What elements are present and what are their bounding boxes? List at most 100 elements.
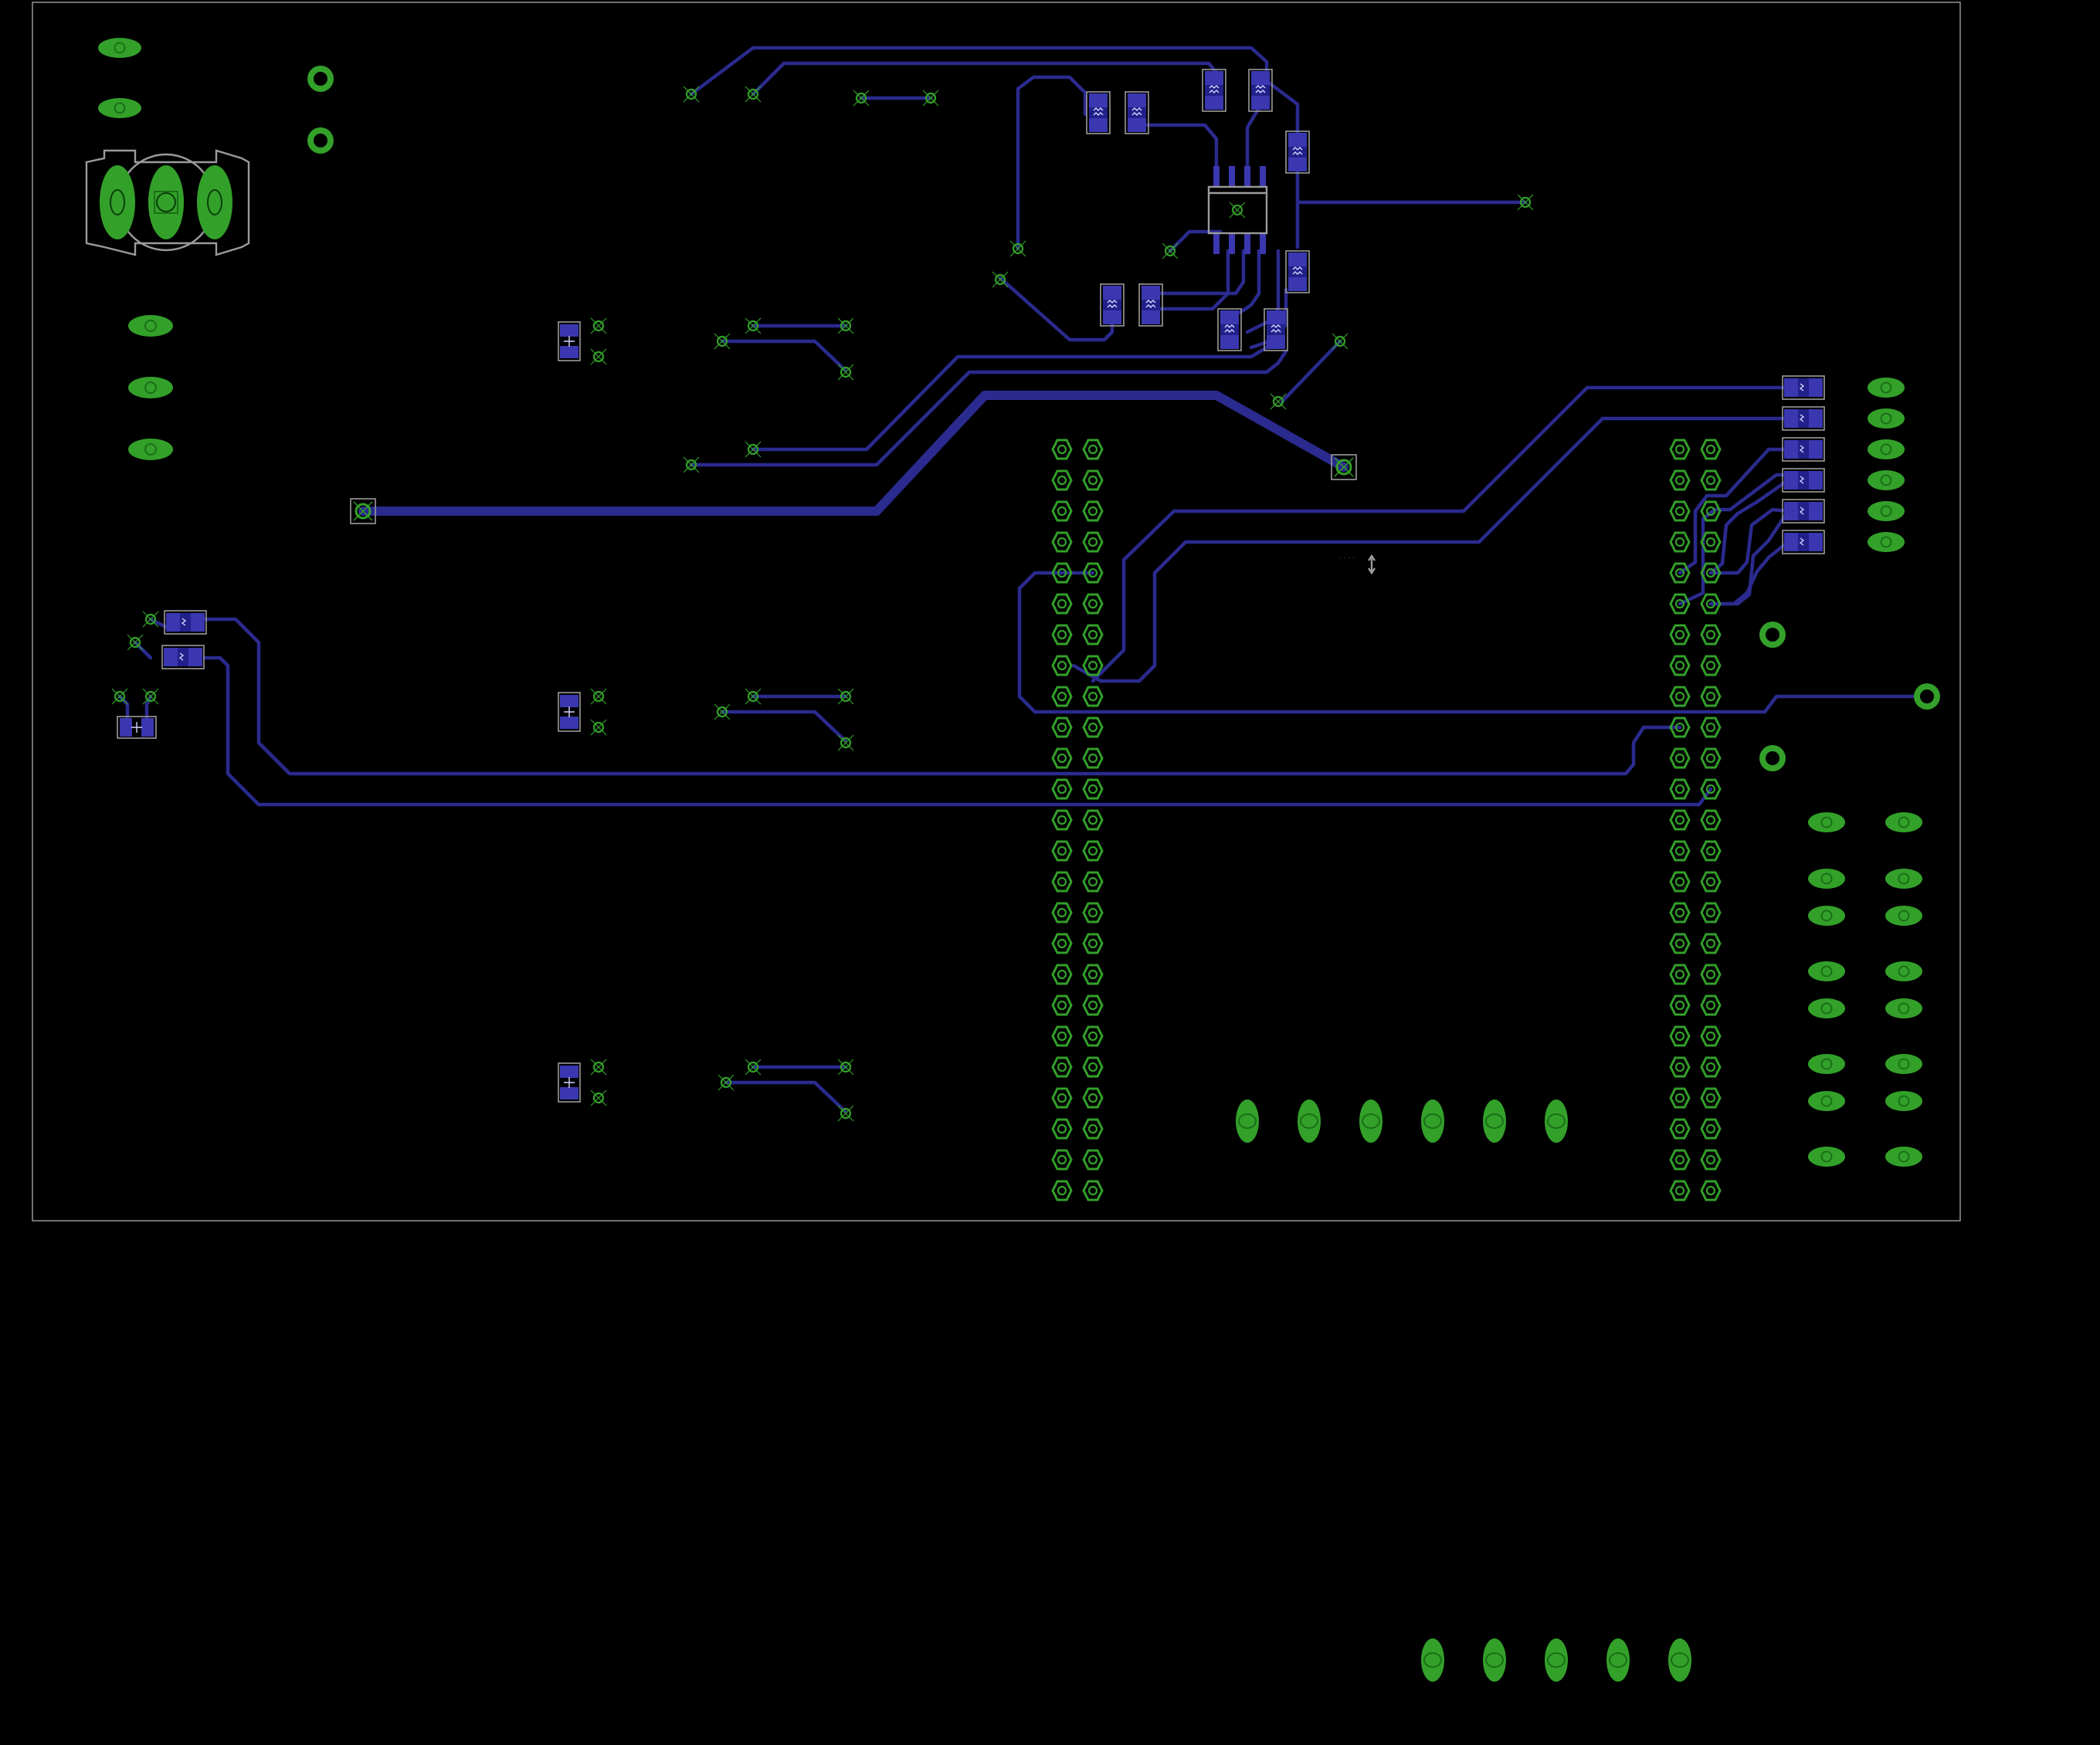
trace-segment-32 <box>1708 507 1790 575</box>
header-pin-hole <box>1705 722 1716 733</box>
through-hole-pad-icon <box>1808 869 1845 889</box>
header-pin <box>1669 1149 1691 1171</box>
header-pin-hole <box>1087 598 1098 609</box>
via-cross <box>922 90 939 107</box>
header-pin-ring <box>1082 747 1104 769</box>
through-hole-pad-icon <box>1808 998 1845 1018</box>
pad-hole <box>1820 1095 1833 1107</box>
header-pin-hole <box>1674 876 1685 887</box>
via-ring <box>840 737 852 749</box>
via-ring <box>747 1061 759 1073</box>
via-icon <box>142 611 159 628</box>
smd-body <box>1288 147 1307 158</box>
smd-marking <box>1209 85 1220 93</box>
smd-pad <box>1784 533 1798 551</box>
smd-pad <box>1251 71 1270 85</box>
header-pin-ring <box>1082 593 1104 615</box>
header-pin-ring <box>1082 778 1104 800</box>
via-icon <box>745 86 762 103</box>
barrel-jack-hole <box>110 189 125 215</box>
via-cross <box>1517 194 1534 211</box>
header-pin <box>1669 1118 1691 1140</box>
header-pin <box>1082 1149 1104 1171</box>
through-hole-pad-icon <box>1808 1147 1845 1167</box>
smd-outline <box>558 1062 581 1103</box>
header-pin-hole <box>1087 506 1098 517</box>
header-pin <box>1082 964 1104 985</box>
header-pin <box>1700 624 1722 645</box>
via-cross <box>745 441 762 458</box>
header-pin <box>1082 686 1104 707</box>
header-pin <box>1700 500 1722 522</box>
header-pin <box>1669 778 1691 800</box>
header-pin <box>1082 562 1104 584</box>
via-icon <box>714 703 731 720</box>
smd-marking <box>1292 266 1303 275</box>
smd-outline <box>558 692 581 732</box>
trace-segment-19 <box>689 349 1288 467</box>
header-pin <box>1051 1087 1073 1109</box>
header-pin-ring <box>1082 902 1104 923</box>
pad-hole <box>1898 910 1910 922</box>
smd-body <box>1089 107 1108 118</box>
header-pin-ring <box>1669 686 1691 707</box>
header-pin-hole <box>1087 907 1098 918</box>
through-hole-pad-icon <box>128 315 173 337</box>
top-copper-traces <box>117 46 1929 1114</box>
trace-segment-9 <box>1168 229 1223 253</box>
header-pin-ring <box>1669 1087 1691 1109</box>
smd-pad <box>191 613 205 632</box>
header-pin <box>1700 1087 1722 1109</box>
header-pin-ring <box>1700 1056 1722 1078</box>
through-hole-pad-icon <box>1808 1054 1845 1074</box>
via-cross <box>837 317 854 334</box>
smd-pad <box>1220 310 1239 324</box>
header-pin-ring <box>1669 747 1691 769</box>
pad-hole <box>1547 1652 1566 1668</box>
via-ring <box>355 503 371 520</box>
via-ring <box>592 1092 605 1104</box>
pad-hole <box>1238 1113 1257 1129</box>
header-pin <box>1051 1149 1073 1171</box>
smd-body <box>178 648 188 666</box>
header-pin <box>1082 500 1104 522</box>
header-pin-ring <box>1669 717 1691 738</box>
power-traces <box>358 391 1349 516</box>
smd-pad <box>1205 71 1223 85</box>
header-pin-ring <box>1082 1149 1104 1171</box>
header-pin-hole <box>1674 722 1685 733</box>
header-pin <box>1082 531 1104 553</box>
smd-pad <box>1142 286 1160 300</box>
via-cross <box>745 317 762 334</box>
header-pin <box>1700 994 1722 1016</box>
header-pin <box>1051 1118 1073 1140</box>
via-cross <box>590 1059 607 1076</box>
header-pin-hole <box>1705 1154 1716 1165</box>
through-hole-pad-icon <box>1808 1091 1845 1111</box>
smd-pad <box>1103 286 1121 300</box>
pad-hole <box>1485 1113 1504 1129</box>
header-pin-ring <box>1082 439 1104 460</box>
header-pin-ring <box>1051 747 1073 769</box>
header-pin <box>1051 593 1073 615</box>
smd-body <box>180 613 191 632</box>
header-pin-ring <box>1700 686 1722 707</box>
smd-resistor-icon <box>1285 250 1310 293</box>
pad-hole <box>1766 628 1779 642</box>
smd-resistor-icon <box>1285 130 1310 174</box>
via-ring <box>129 636 141 649</box>
via-icon <box>111 688 128 705</box>
pad-hole <box>144 443 157 456</box>
pad-hole <box>1423 1652 1442 1668</box>
smd-outline <box>1285 130 1310 174</box>
via-cross <box>683 86 700 103</box>
smd-pad <box>1809 533 1823 551</box>
smd-pad <box>1267 310 1285 324</box>
header-pin-hole <box>1674 598 1685 609</box>
pad-hole <box>1820 872 1833 885</box>
pad-ring <box>1868 470 1905 490</box>
through-hole-pad-icon <box>1359 1100 1382 1143</box>
via-cross <box>590 688 607 705</box>
header-pin-hole <box>1705 938 1716 949</box>
via-ring <box>1164 245 1176 257</box>
